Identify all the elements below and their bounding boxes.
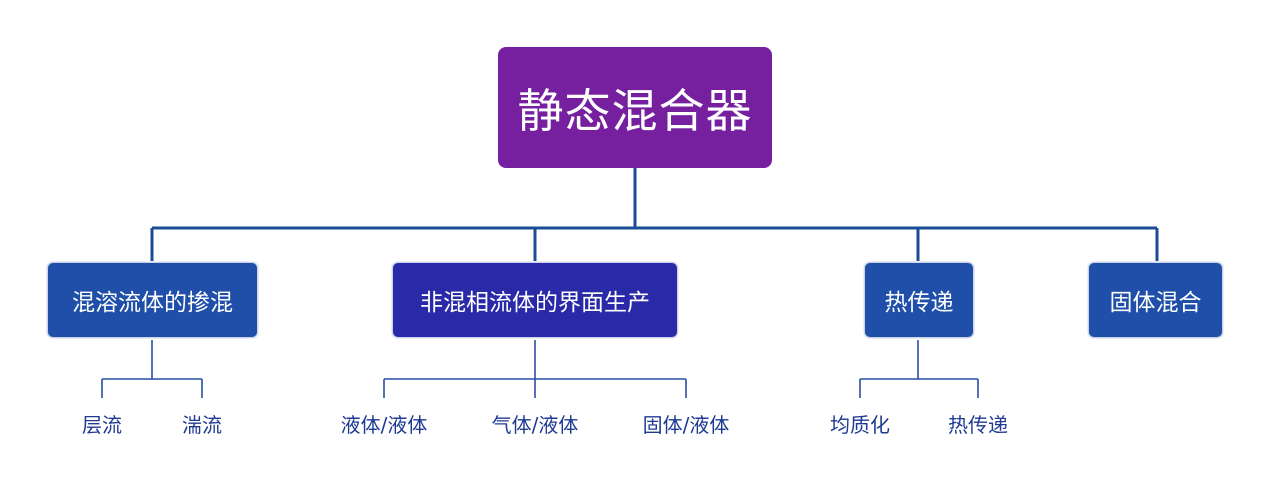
category-node-label: 热传递 xyxy=(884,290,954,316)
leaf-laminar: 层流 xyxy=(82,413,122,437)
leaf-liquid-liquid: 液体/液体 xyxy=(340,413,428,437)
category-node-solid-mixing: 固体混合 xyxy=(1088,262,1223,338)
leaf-solid-liquid: 固体/液体 xyxy=(642,413,730,437)
category-node-miscible-blending: 混溶流体的掺混 xyxy=(47,262,258,338)
root-node-label: 静态混合器 xyxy=(517,83,753,138)
category-node-label: 混溶流体的掺混 xyxy=(72,290,233,316)
category-node-immiscible-interface: 非混相流体的界面生产 xyxy=(392,262,678,338)
category-node-label: 固体混合 xyxy=(1109,290,1202,316)
leaf-homogenization: 均质化 xyxy=(830,413,890,437)
category-node-heat-transfer: 热传递 xyxy=(864,262,974,338)
leaf-heat-transfer: 热传递 xyxy=(948,413,1008,437)
leaf-gas-liquid: 气体/液体 xyxy=(491,413,579,437)
leaf-turbulent: 湍流 xyxy=(182,413,222,437)
category-node-label: 非混相流体的界面生产 xyxy=(420,290,650,316)
root-node: 静态混合器 xyxy=(498,47,772,168)
